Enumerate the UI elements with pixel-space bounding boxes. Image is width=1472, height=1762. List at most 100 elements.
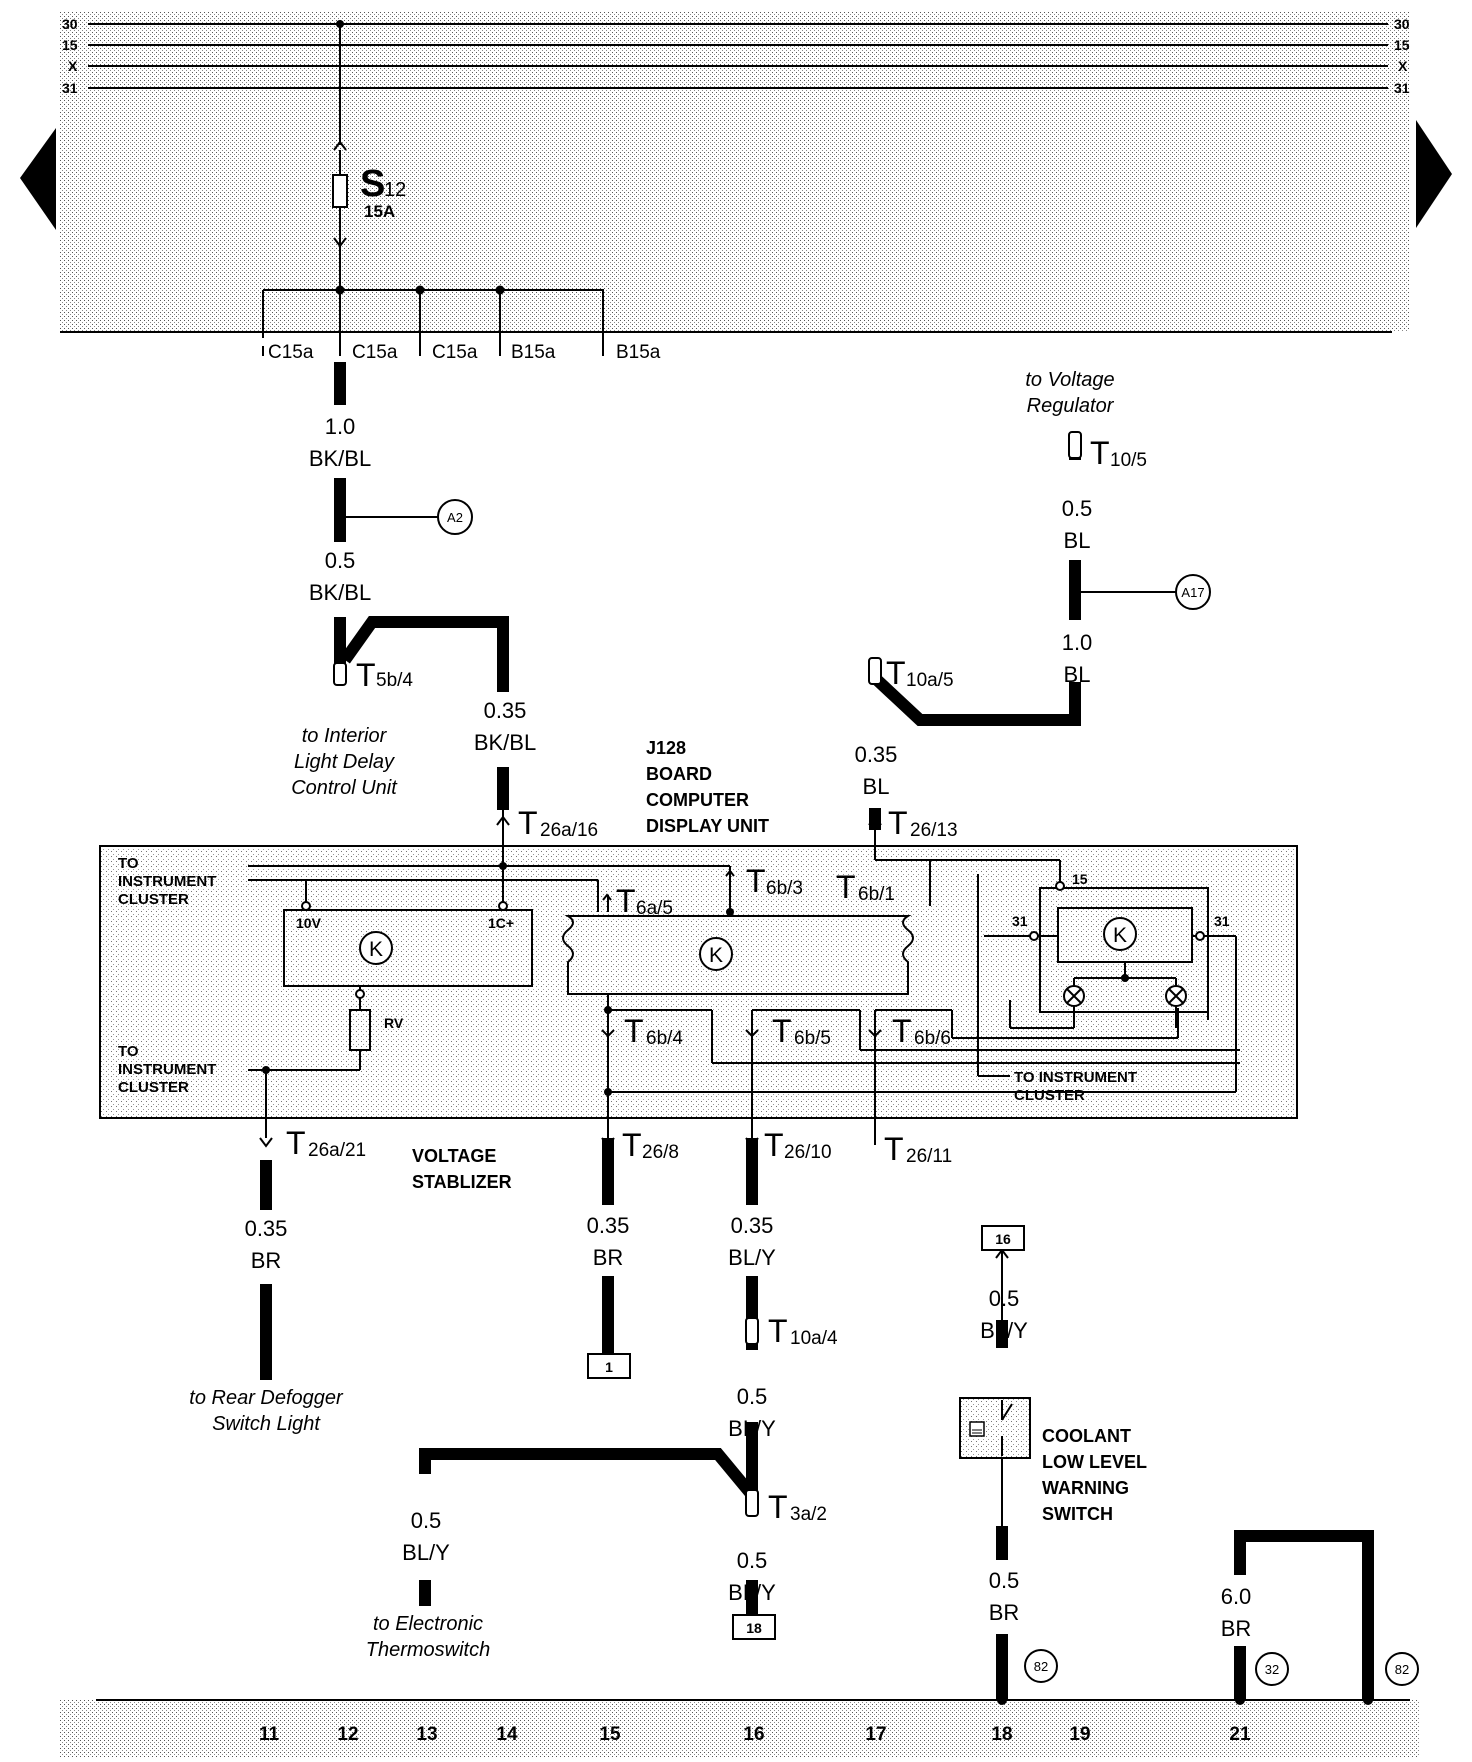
thin-wires: [340, 516, 1180, 1526]
k-label: K: [369, 938, 383, 961]
wire-color: BL: [1064, 662, 1091, 687]
connector-t-label: T: [888, 805, 908, 841]
connector-sub-label: 26a/16: [540, 820, 598, 841]
coolant-label: SWITCH: [1042, 1504, 1113, 1524]
wire-size: 0.5: [989, 1286, 1020, 1311]
k-module-icon: [359, 931, 393, 965]
ref-box-18[interactable]: [732, 1614, 776, 1640]
to-instrument-cluster-label: CLUSTER: [118, 891, 189, 908]
coolant-level-icon: [969, 1421, 985, 1437]
to-instrument-cluster-label: TO INSTRUMENT: [1014, 1069, 1137, 1086]
fuse-sub: 12: [384, 179, 406, 201]
connector-sub-label: 5b/4: [376, 670, 413, 691]
ref-circle-32[interactable]: [1255, 1652, 1289, 1686]
wire-size: 1.0: [1062, 630, 1093, 655]
bus-label-right-x: X: [1398, 58, 1408, 74]
pin-10v: 10V: [296, 915, 322, 931]
connector-t-label: T: [892, 1013, 912, 1049]
wire-size: 0.5: [411, 1508, 442, 1533]
plug-icon: [333, 662, 347, 686]
connector-sub-label: 6b/3: [766, 878, 803, 899]
wire-size: 0.35: [587, 1213, 630, 1238]
j128-label: J128: [646, 738, 686, 758]
fuse-terminal-bar: [60, 289, 1392, 356]
coolant-label: WARNING: [1042, 1478, 1129, 1498]
connector-t-label: T: [768, 1489, 788, 1525]
wire-color: BL/Y: [980, 1318, 1028, 1343]
bus-lines: [88, 23, 1388, 89]
wire-size: 0.35: [484, 698, 527, 723]
ref-box-1[interactable]: [587, 1353, 631, 1379]
destination-labels: to Interior Light Delay Control Unit to …: [189, 369, 1114, 1661]
plug-icon: [1068, 431, 1082, 459]
connector-t-label: T: [624, 1013, 644, 1049]
k-module-icon: [1103, 917, 1137, 951]
grid-number: 11: [259, 1724, 280, 1745]
page-next-arrow-icon[interactable]: [1416, 120, 1452, 228]
ref-circle-82-right[interactable]: [1385, 1652, 1419, 1686]
connector-t-label: T: [764, 1127, 784, 1163]
wire-size: 0.5: [325, 548, 356, 573]
connector-sub-label: 26/11: [906, 1146, 952, 1167]
dest-thermoswitch: to Electronic: [373, 1613, 483, 1635]
wire-size: 0.5: [1062, 496, 1093, 521]
connector-sub-label: 6a/5: [636, 898, 673, 919]
connector-t-label: T: [884, 1131, 904, 1167]
wire-size: 1.0: [325, 414, 356, 439]
grid-number: 14: [496, 1724, 518, 1745]
footer-shaded-band: [60, 1700, 1420, 1758]
fuse-terminal-label: C15a: [268, 342, 314, 363]
ref-box-1-label: 1: [605, 1359, 613, 1375]
grid-number: 21: [1229, 1724, 1251, 1745]
ref-circle-82-right-label: 82: [1395, 1662, 1409, 1677]
grid-number: 13: [416, 1724, 437, 1745]
wire-color: BL: [1064, 528, 1091, 553]
voltage-stabilizer-label: VOLTAGE: [412, 1146, 496, 1166]
plug-icon: [745, 1317, 759, 1345]
j128-label: DISPLAY UNIT: [646, 816, 769, 836]
ref-circle-82-left[interactable]: [1024, 1649, 1058, 1683]
to-instrument-cluster-label: INSTRUMENT: [118, 1061, 216, 1078]
wire-color: BK/BL: [309, 580, 371, 605]
page-prev-arrow-icon[interactable]: [20, 128, 56, 230]
connector-sub-label: 26/10: [784, 1142, 832, 1163]
ref-circle-a17-label: A17: [1181, 585, 1204, 600]
wire-color: BL/Y: [402, 1540, 450, 1565]
fuse-label: S: [360, 163, 385, 205]
ref-boxes: 1 16 18: [587, 1225, 1025, 1640]
connector-t-label: T: [616, 883, 636, 919]
k-module-icon: [699, 937, 733, 971]
grid-number: 17: [865, 1724, 886, 1745]
bus-label-right-30: 30: [1394, 16, 1410, 32]
connector-sub-label: 26/8: [642, 1142, 679, 1163]
pin-31-right: 31: [1214, 913, 1230, 929]
header-shaded-band: [60, 12, 1410, 332]
to-instrument-cluster-label: INSTRUMENT: [118, 873, 216, 890]
ref-circles: A2 A17 82 32 82: [437, 499, 1419, 1686]
ref-box-16[interactable]: [981, 1225, 1025, 1251]
fuse-terminal-label: C15a: [432, 342, 478, 363]
bus-label-left-30: 30: [62, 16, 78, 32]
lamp-icons: [1063, 985, 1187, 1007]
ref-circle-a2-label: A2: [447, 510, 463, 525]
ref-circle-82-left-label: 82: [1034, 1659, 1048, 1674]
connector-sub-label: 6b/4: [646, 1028, 683, 1049]
fuse-body-icon: [332, 174, 348, 208]
bus-label-left-31: 31: [62, 80, 78, 96]
voltage-stabilizer-label: STABLIZER: [412, 1172, 512, 1192]
wire-size: 0.5: [737, 1548, 768, 1573]
k-label: K: [709, 944, 723, 967]
wire-size: 0.35: [245, 1216, 288, 1241]
ref-box-16-label: 16: [995, 1231, 1011, 1247]
connector-t-label: T: [772, 1013, 792, 1049]
k-label: K: [1113, 924, 1127, 947]
dest-thermoswitch: Thermoswitch: [366, 1639, 490, 1661]
board-computer-box: [99, 845, 1298, 1119]
dest-rear-defogger: to Rear Defogger: [189, 1387, 344, 1409]
ref-circle-a2[interactable]: [437, 499, 473, 535]
connector-t-label: T: [886, 655, 906, 691]
ref-box-18-label: 18: [746, 1620, 762, 1636]
to-instrument-cluster-label: TO: [118, 1043, 139, 1060]
ref-circle-a17[interactable]: [1175, 574, 1211, 610]
grid-number: 19: [1069, 1724, 1090, 1745]
